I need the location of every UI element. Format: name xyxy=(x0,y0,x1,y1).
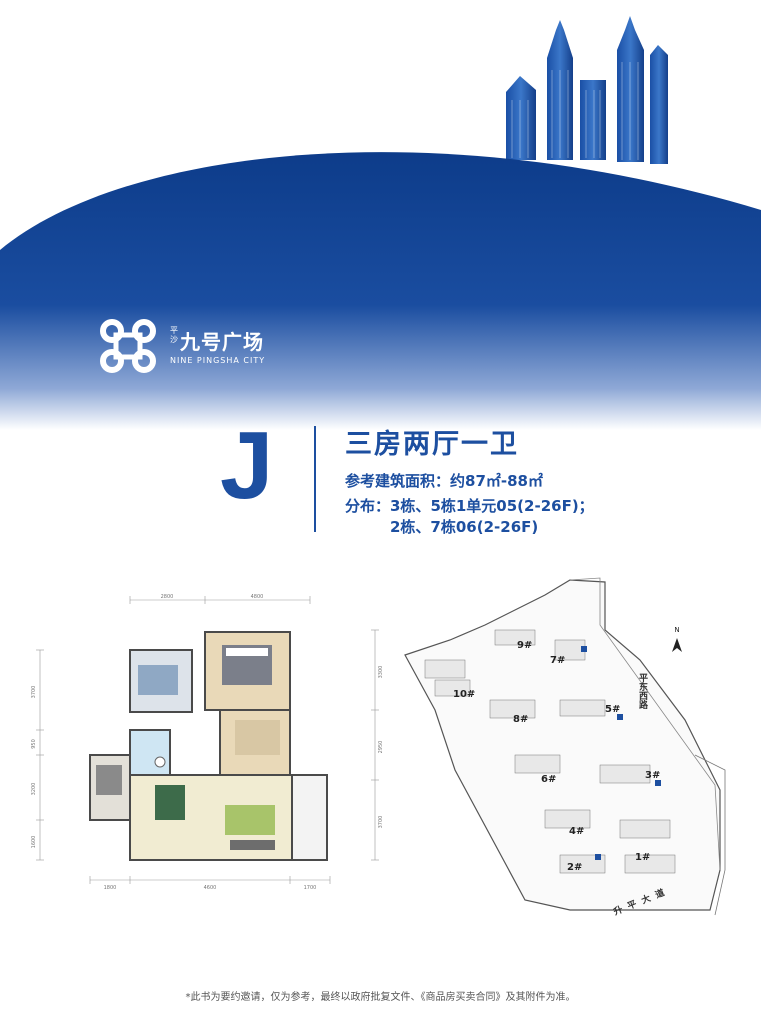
dim-left-2: 950 xyxy=(31,739,37,749)
building-label-5: 5# xyxy=(605,704,620,715)
building-label-2: 2# xyxy=(567,862,582,873)
building-label-8: 8# xyxy=(513,714,528,725)
skyline-illustration xyxy=(506,16,668,164)
dim-top-1: 2800 xyxy=(161,594,174,600)
bed-2 xyxy=(235,720,280,755)
bathroom xyxy=(129,729,171,776)
toilet xyxy=(154,756,166,768)
dim-left-4: 1600 xyxy=(31,836,37,849)
dim-left-3: 3200 xyxy=(31,783,37,796)
brand-name: 九号广场 xyxy=(180,330,264,354)
dim-left-1: 3700 xyxy=(31,686,37,699)
site-plan: N 平东西路 升平大道 9# 7# 10# 8# 5# 6# 3# 4# 2# … xyxy=(404,577,726,918)
dim-bottom-2: 4600 xyxy=(204,885,217,890)
dim-right-3: 3700 xyxy=(378,816,384,829)
building-label-7: 7# xyxy=(550,655,565,666)
floor-plan: 2800 4800 1800 4600 1700 3700 950 3200 1… xyxy=(31,594,384,890)
bed-3 xyxy=(138,665,178,695)
disclaimer: *此书为要约邀请，仅为参考，最终以政府批复文件、《商品房买卖合同》及其附件为准。 xyxy=(185,992,576,1003)
header-divider xyxy=(314,426,316,532)
building-label-3: 3# xyxy=(645,770,660,781)
logo-icon xyxy=(100,319,156,373)
building-label-9: 9# xyxy=(517,640,532,651)
road-east: 平东西路 xyxy=(637,673,648,710)
unit-type-letter: J xyxy=(220,412,274,519)
building-label-6: 6# xyxy=(541,774,556,785)
building-label-4: 4# xyxy=(569,826,584,837)
north-arrow-icon xyxy=(672,638,682,652)
balcony xyxy=(291,774,328,861)
highlight-unit-3 xyxy=(655,780,661,786)
highlight-unit-2 xyxy=(595,854,601,860)
north-label: N xyxy=(674,626,679,634)
kitchen-counter xyxy=(96,765,122,795)
dim-right-1: 3300 xyxy=(378,666,384,679)
blue-dome-band xyxy=(0,152,761,430)
building-label-10: 10# xyxy=(453,689,475,700)
distribution-line-1: 分布：3栋、5栋1单元05(2-26F)； xyxy=(345,497,594,515)
brand-name-en: NINE PINGSHA CITY xyxy=(170,356,266,365)
sofa-set xyxy=(225,805,275,835)
dim-bottom-1: 1800 xyxy=(104,885,117,890)
dim-bottom-3: 1700 xyxy=(304,885,317,890)
brand-small-cn: 平沙 xyxy=(170,326,178,344)
highlight-unit-5 xyxy=(617,714,623,720)
building-label-1: 1# xyxy=(635,852,650,863)
dining-table xyxy=(155,785,185,820)
area-info: 参考建筑面积：约87㎡-88㎡ xyxy=(345,472,543,490)
highlight-unit-7 xyxy=(581,646,587,652)
dim-right-2: 2950 xyxy=(378,741,384,754)
hero-banner xyxy=(0,16,761,430)
distribution-line-2: 2栋、7栋06(2-26F) xyxy=(390,518,539,536)
dim-top-2: 4800 xyxy=(251,594,264,600)
layout-title: 三房两厅一卫 xyxy=(345,429,519,460)
